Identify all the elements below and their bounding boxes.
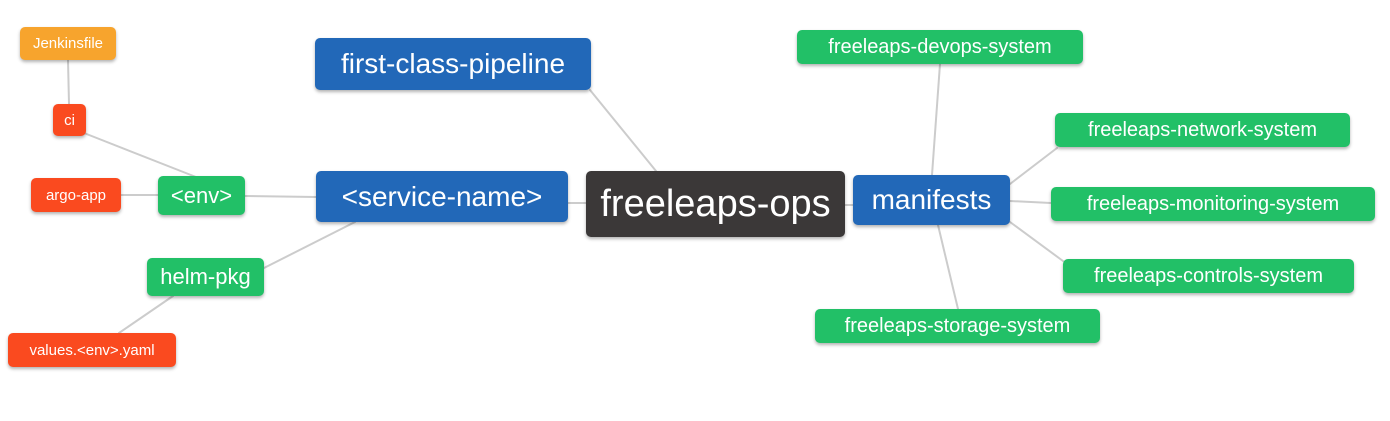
node-label: argo-app xyxy=(45,186,107,204)
node-label: freeleaps-monitoring-system xyxy=(1086,193,1340,215)
node-network-system[interactable]: freeleaps-network-system xyxy=(1055,113,1350,147)
node-first-class-pipeline[interactable]: first-class-pipeline xyxy=(315,38,591,90)
node-devops-system[interactable]: freeleaps-devops-system xyxy=(797,30,1083,64)
node-label: freeleaps-network-system xyxy=(1088,119,1317,141)
node-monitoring-system[interactable]: freeleaps-monitoring-system xyxy=(1051,187,1375,221)
node-label: helm-pkg xyxy=(160,264,251,289)
edge-helm-pkg-to-values-env-yaml xyxy=(118,295,174,334)
node-manifests[interactable]: manifests xyxy=(853,175,1010,225)
node-service-name[interactable]: <service-name> xyxy=(316,171,568,222)
edge-manifests-to-storage-system xyxy=(937,224,959,310)
edge-devops-system-to-manifests xyxy=(931,63,941,176)
node-label: freeleaps-controls-system xyxy=(1094,265,1323,287)
node-label: first-class-pipeline xyxy=(340,48,566,79)
edge-ci-to-env xyxy=(83,132,197,178)
node-env[interactable]: <env> xyxy=(158,176,245,215)
node-label: <service-name> xyxy=(341,180,543,212)
edge-helm-pkg-to-service-name xyxy=(263,221,356,269)
node-label: ci xyxy=(64,111,75,129)
node-helm-pkg[interactable]: helm-pkg xyxy=(147,258,264,296)
node-label: values.<env>.yaml xyxy=(29,341,155,359)
edge-first-class-pipeline-to-freeleaps-ops xyxy=(589,89,657,172)
edge-jenkinsfile-to-ci xyxy=(67,59,70,105)
edge-env-to-service-name xyxy=(244,195,317,198)
node-label: <env> xyxy=(170,182,233,208)
node-jenkinsfile[interactable]: Jenkinsfile xyxy=(20,27,116,60)
node-label: freeleaps-storage-system xyxy=(844,315,1071,337)
node-ci[interactable]: ci xyxy=(53,104,86,136)
node-label: freeleaps-devops-system xyxy=(828,36,1052,58)
node-storage-system[interactable]: freeleaps-storage-system xyxy=(815,309,1100,343)
node-argo-app[interactable]: argo-app xyxy=(31,178,121,212)
node-label: freeleaps-ops xyxy=(600,183,831,225)
node-label: Jenkinsfile xyxy=(32,35,104,52)
node-freeleaps-ops[interactable]: freeleaps-ops xyxy=(586,171,845,237)
node-controls-system[interactable]: freeleaps-controls-system xyxy=(1063,259,1354,293)
edge-manifests-to-controls-system xyxy=(1009,221,1064,262)
node-values-env-yaml[interactable]: values.<env>.yaml xyxy=(8,333,176,367)
node-label: manifests xyxy=(871,184,992,215)
edge-manifests-to-monitoring-system xyxy=(1009,200,1052,204)
edge-manifests-to-network-system xyxy=(1009,147,1058,185)
